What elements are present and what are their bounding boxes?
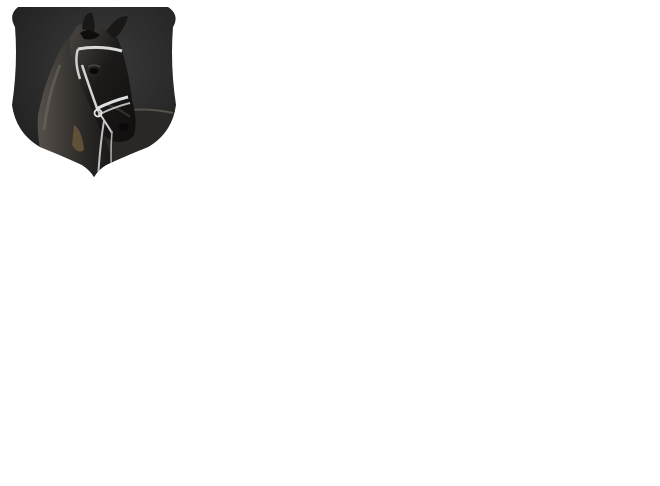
- horse-head-shield-icon: [12, 7, 176, 177]
- horse-crest-image: [8, 5, 180, 179]
